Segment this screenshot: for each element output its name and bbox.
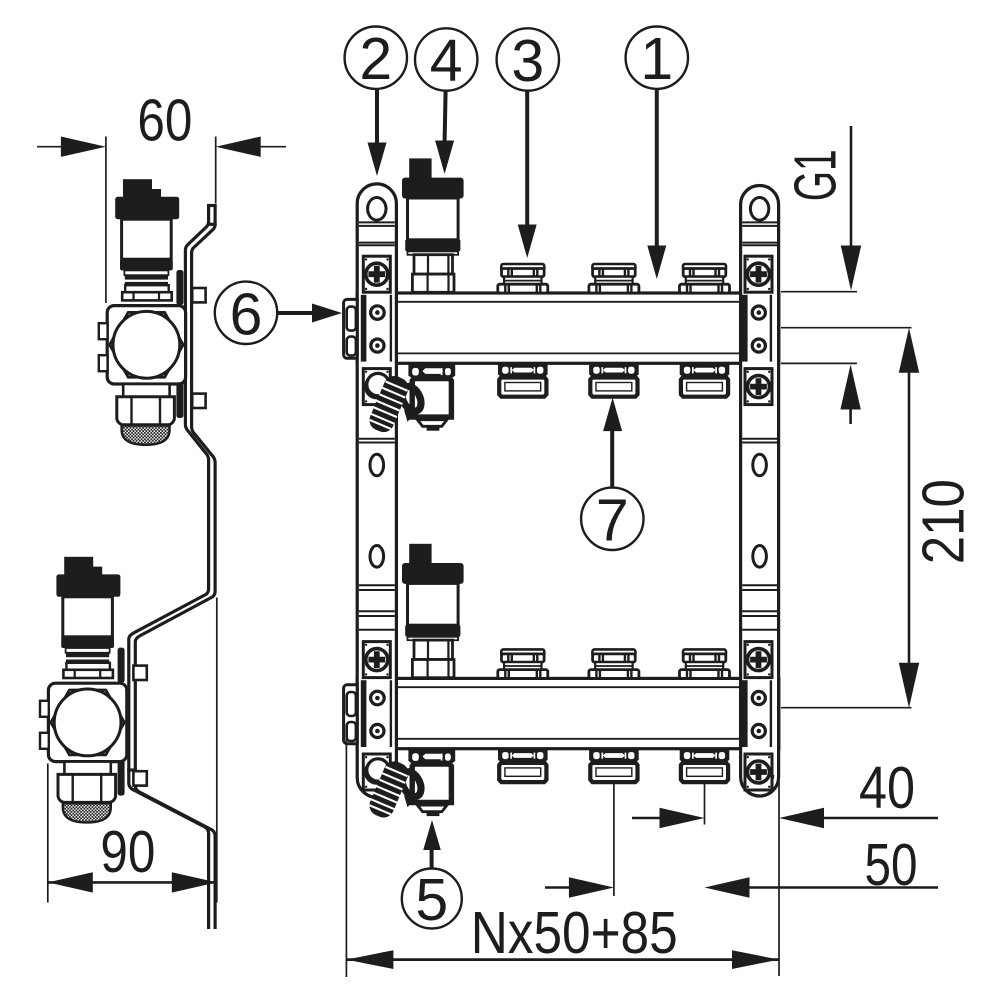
- svg-text:7: 7: [596, 487, 629, 553]
- svg-text:6: 6: [230, 281, 263, 347]
- svg-text:50: 50: [865, 832, 918, 898]
- svg-text:90: 90: [100, 819, 155, 885]
- svg-text:3: 3: [511, 28, 544, 94]
- svg-text:Nx50+85: Nx50+85: [471, 900, 678, 966]
- svg-text:2: 2: [359, 26, 392, 92]
- svg-text:5: 5: [415, 867, 448, 933]
- svg-text:1: 1: [640, 26, 673, 92]
- svg-text:G1: G1: [783, 149, 849, 201]
- svg-text:210: 210: [911, 479, 977, 564]
- svg-text:4: 4: [430, 28, 463, 94]
- svg-text:40: 40: [859, 755, 915, 821]
- svg-text:60: 60: [137, 88, 192, 154]
